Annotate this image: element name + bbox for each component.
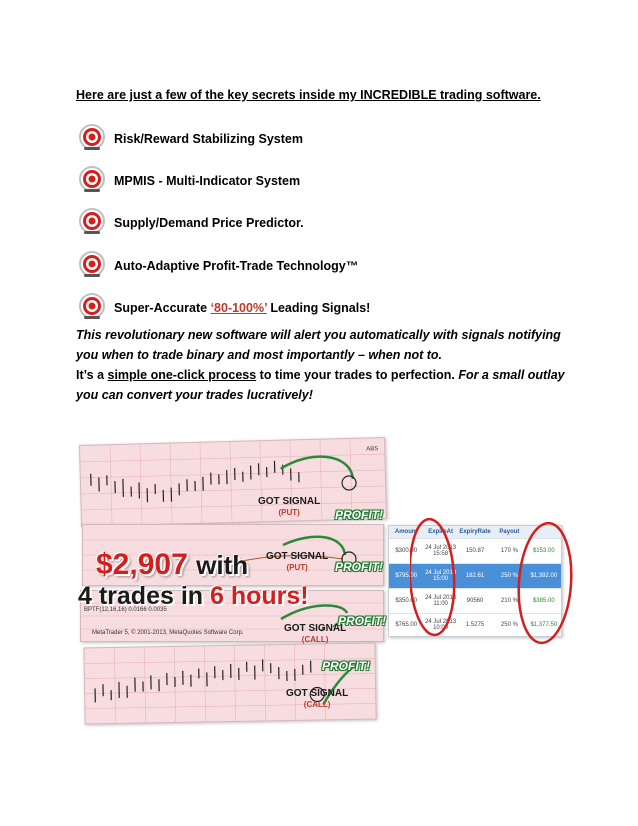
target-icon bbox=[78, 165, 106, 198]
one-click-link[interactable]: simple one-click process bbox=[107, 368, 257, 382]
chart-panel bbox=[83, 642, 377, 725]
got-signal-label: GOT SIGNAL(CALL) bbox=[284, 623, 347, 644]
feature-item: Super-Accurate ‘80-100%’ Leading Signals… bbox=[78, 292, 370, 325]
earnings-headline: $2,907 with bbox=[96, 548, 249, 581]
feature-label: Super-Accurate ‘80-100%’ Leading Signals… bbox=[114, 301, 371, 315]
target-icon bbox=[78, 207, 106, 240]
target-icon bbox=[78, 292, 106, 325]
profit-label: PROFIT! bbox=[335, 508, 383, 522]
feature-item: Supply/Demand Price Predictor. bbox=[78, 207, 304, 240]
para-line-2-italic: For a small outlay you can convert your … bbox=[76, 368, 565, 402]
feature-label: Auto-Adaptive Profit-Trade Technology™ bbox=[114, 259, 359, 273]
feature-item: Risk/Reward Stabilizing System bbox=[78, 123, 303, 156]
description-paragraph: This revolutionary new software will ale… bbox=[76, 328, 565, 402]
got-signal-label: GOT SIGNAL(PUT) bbox=[258, 496, 321, 517]
headline: Here are just a few of the key secrets i… bbox=[76, 88, 541, 102]
chart-panel: ABS bbox=[78, 437, 388, 527]
profit-label: PROFIT! bbox=[322, 659, 370, 673]
feature-label: Risk/Reward Stabilizing System bbox=[114, 132, 303, 146]
trades-table: Amount ExpireAt ExpiryRate Payout $300.0… bbox=[388, 525, 562, 637]
chart-panel bbox=[82, 524, 384, 586]
got-signal-label: GOT SIGNAL(PUT) bbox=[266, 551, 329, 572]
target-icon bbox=[78, 250, 106, 283]
abs-label: ABS bbox=[366, 446, 378, 452]
indicator-label: BPTF(12,16,16) 0.0166 0.0035 bbox=[84, 607, 167, 613]
trades-headline: 4 trades in 6 hours! bbox=[78, 582, 309, 610]
feature-item: MPMIS - Multi-Indicator System bbox=[78, 165, 300, 198]
profit-label: PROFIT! bbox=[335, 560, 383, 574]
copyright-label: MetaTrader 5, © 2001-2013, MetaQuotes So… bbox=[92, 630, 244, 636]
accuracy-percent: ‘80-100%’ bbox=[210, 301, 267, 315]
target-icon bbox=[78, 123, 106, 156]
profit-label: PROFIT! bbox=[338, 614, 386, 628]
chart-panel bbox=[80, 590, 384, 642]
para-line-1: This revolutionary new software will ale… bbox=[76, 328, 561, 362]
got-signal-label: GOT SIGNAL(CALL) bbox=[286, 688, 349, 709]
highlight-circles bbox=[410, 517, 573, 645]
table-header: Amount ExpireAt ExpiryRate Payout bbox=[389, 526, 561, 538]
feature-label: MPMIS - Multi-Indicator System bbox=[114, 174, 301, 188]
feature-item: Auto-Adaptive Profit-Trade Technology™ bbox=[78, 250, 358, 283]
feature-label: Supply/Demand Price Predictor. bbox=[114, 216, 304, 230]
